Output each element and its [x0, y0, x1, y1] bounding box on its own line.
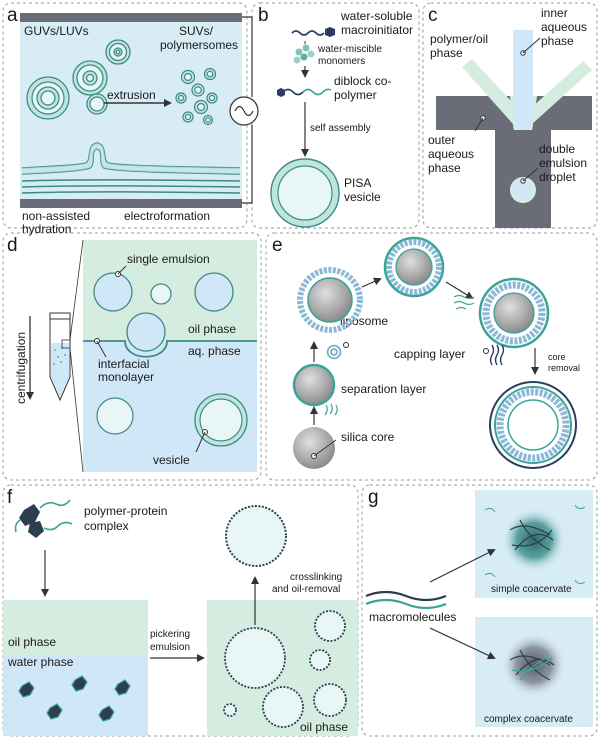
centrifuge-tube-icon — [49, 312, 71, 402]
panel-f: f polymer-protein complex oil phase wate… — [3, 487, 358, 736]
label-interfacial-2: monolayer — [98, 370, 154, 384]
label-extrusion: extrusion — [107, 88, 156, 102]
label-macro-2: macroinitiator — [341, 23, 413, 37]
polymer-oil-inlet-right — [521, 61, 592, 124]
label-suv-2: polymersomes — [160, 38, 238, 52]
label-core-removal-2: removal — [548, 363, 580, 373]
label-oil-phase: oil phase — [188, 322, 236, 336]
inner-aqueous-capillary — [513, 30, 533, 120]
vesicle-small — [96, 397, 134, 435]
suv-vesicles — [175, 67, 218, 126]
silica-core — [293, 427, 335, 469]
panel-g: g simple coacervate complex coacervate m… — [365, 487, 593, 727]
liposome-coated-core-1 — [297, 267, 363, 333]
label-ppc-2: complex — [84, 519, 129, 533]
panel-letter-a: a — [7, 5, 18, 26]
label-electroformation: electroformation — [124, 209, 210, 223]
label-inner-3: phase — [541, 34, 574, 48]
label-aq-phase: aq. phase — [188, 344, 241, 358]
label-separation-layer: separation layer — [341, 382, 426, 396]
label-mono-2: monomers — [318, 56, 365, 67]
label-pisa-2: vesicle — [344, 190, 381, 204]
label-interfacial-1: interfacial — [98, 357, 149, 371]
label-pickering-1: pickering — [150, 629, 190, 640]
label-ppc-1: polymer-protein — [84, 504, 167, 518]
label-pickering-2: emulsion — [150, 642, 190, 653]
label-complex-coacervate: complex coacervate — [484, 714, 573, 725]
panel-b: b water-soluble macroinitiator water-mis… — [258, 5, 413, 228]
label-oil-phase-f2: oil phase — [300, 720, 348, 734]
liposome-icon — [326, 344, 342, 360]
panel-c: c inner aqueous phase polymer/oil phase … — [428, 5, 592, 228]
label-silica-core: silica core — [341, 430, 395, 444]
label-inner-2: aqueous — [541, 20, 587, 34]
label-vesicle: vesicle — [153, 453, 190, 467]
label-poly-2: phase — [430, 46, 463, 60]
guv-vesicles — [26, 39, 131, 120]
panel-d: d single emulsion oil phase aq. phase in… — [7, 235, 257, 473]
label-poly-1: polymer/oil — [430, 32, 488, 46]
polymer-protein-complex-icon — [14, 499, 73, 538]
single-emulsion-droplets — [93, 272, 234, 352]
macromolecule-strands — [365, 590, 447, 610]
panel-letter-b: b — [258, 5, 269, 26]
colloidosome — [225, 505, 287, 567]
electrode-top — [20, 13, 242, 22]
label-macromolecules: macromolecules — [369, 610, 456, 624]
label-non-assisted-2: hydration — [22, 222, 71, 236]
panel-letter-d: d — [7, 235, 18, 256]
label-centrifugation: centrifugation — [14, 332, 28, 404]
label-capping-layer: capping layer — [394, 347, 465, 361]
label-core-removal-1: core — [548, 352, 566, 362]
label-outer-1: outer — [428, 133, 455, 147]
electrode-bottom — [20, 199, 242, 208]
panel-e: e silica core separation layer liposome — [272, 235, 580, 469]
label-diblock-2: polymer — [334, 88, 377, 102]
label-outer-3: phase — [428, 161, 461, 175]
panel-letter-g: g — [368, 487, 379, 508]
capping-layer-icon — [489, 344, 505, 366]
label-oil-phase-f: oil phase — [8, 635, 56, 649]
label-outer-2: aqueous — [428, 147, 474, 161]
label-crosslink-2: and oil-removal — [272, 584, 340, 595]
label-double-3: droplet — [539, 170, 576, 184]
panel-a: a GUVs/LUVs SUVs/ polymersomes extru — [7, 5, 259, 236]
panel-letter-c: c — [428, 5, 438, 26]
panel-letter-f: f — [7, 487, 13, 508]
dispersed-complexes — [18, 675, 131, 722]
label-pisa-1: PISA — [344, 176, 371, 190]
label-single-emulsion: single emulsion — [127, 252, 210, 266]
label-diblock-1: diblock co- — [334, 74, 391, 88]
label-suv-1: SUVs/ — [179, 24, 214, 38]
label-macro-1: water-soluble — [340, 9, 413, 23]
polymer-oil-inlet-left — [462, 59, 526, 124]
macroinitiator-icon — [325, 27, 335, 37]
label-double-2: emulsion — [539, 156, 587, 170]
label-simple-coacervate: simple coacervate — [491, 584, 572, 595]
liposome-coated-core-2 — [383, 236, 445, 298]
monomer-dots-icon — [293, 44, 315, 64]
hollow-capsule — [489, 381, 577, 469]
capped-core — [478, 277, 550, 349]
label-guv: GUVs/LUVs — [24, 24, 89, 38]
label-self-assembly: self assembly — [310, 123, 371, 134]
label-crosslink-1: crosslinking — [290, 572, 342, 583]
pickering-droplets — [223, 610, 347, 728]
label-non-assisted-1: non-assisted — [22, 209, 90, 223]
core-with-separation-layer — [292, 363, 336, 407]
panel-letter-e: e — [272, 235, 283, 256]
oil-phase-box — [3, 600, 148, 656]
label-water-phase: water phase — [7, 655, 74, 669]
label-double-1: double — [539, 142, 575, 156]
label-mono-1: water-miscible — [317, 44, 382, 55]
label-inner-1: inner — [541, 6, 568, 20]
